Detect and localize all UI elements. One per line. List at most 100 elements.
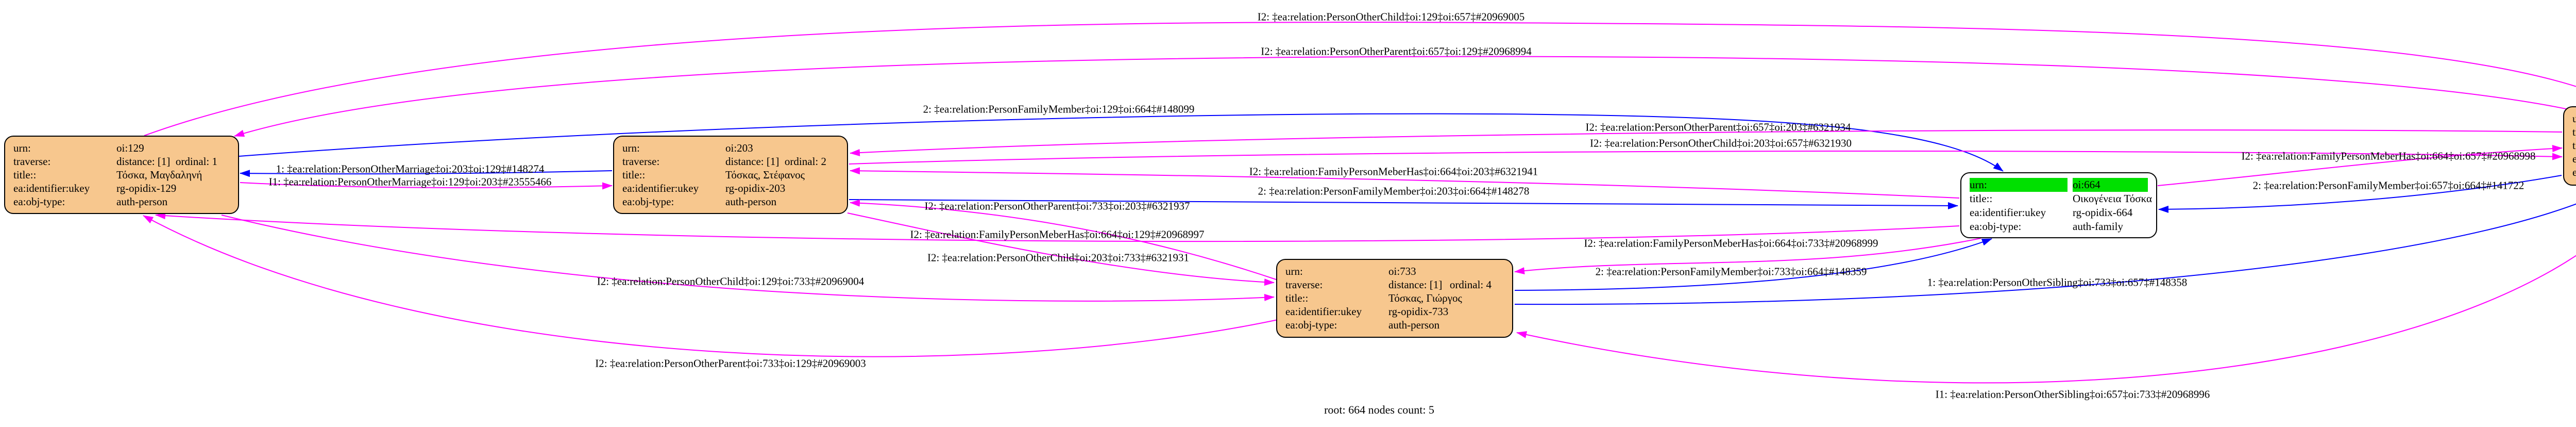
node-row-ukey: ea:identifier:ukey rg-opidix-664 [1970, 206, 2148, 220]
node-row-ukey: ea:identifier:ukey rg-opidix-129 [13, 182, 230, 195]
node-row-traverse: traverse:distance: [1]ordinal: 3 [2572, 125, 2576, 139]
ukey-value: rg-opidix-733 [1388, 305, 1449, 318]
edge-person-family-member-657-664 [2158, 175, 2562, 213]
node-row-objtype: ea:obj-type:auth-family [1970, 220, 2148, 234]
edge-person-other-child-129-733 [221, 215, 1275, 302]
field-label-title: title:: [13, 169, 37, 181]
node-row-ukey: ea:identifier:ukey rg-opidix-733 [1285, 305, 1504, 318]
edge-person-other-parent-657-203 [850, 129, 2563, 157]
edge-label-person-other-child-129-657: I2: ‡ea:relation:PersonOtherChild‡oi:129… [1257, 10, 1525, 23]
field-label-urn: urn: [1970, 178, 2067, 192]
ukey-value: rg-opidix-129 [116, 182, 177, 194]
edge-person-other-marriage-203-129 [240, 170, 613, 177]
edge-label-person-other-child-203-657: I2: ‡ea:relation:PersonOtherChild‡oi:203… [1589, 137, 1852, 150]
edge-family-person-meber-has-664-657 [2157, 145, 2563, 186]
ukey-value: rg-opidix-664 [2073, 206, 2133, 219]
edge-person-other-parent-733-203 [850, 199, 1278, 281]
field-label-title: title:: [2572, 139, 2576, 152]
edge-label-person-other-child-129-733: I2: ‡ea:relation:PersonOtherChild‡oi:129… [597, 275, 865, 288]
node-row-objtype: ea:obj-type: auth-person [13, 195, 230, 208]
node-row-urn: urn:oi:733 [1285, 265, 1504, 278]
field-label-ukey: ea:identifier:ukey [622, 182, 699, 194]
edge-label-person-other-marriage-129-203: I1: ‡ea:relation:PersonOtherMarriage‡oi:… [268, 175, 552, 188]
node-row-objtype: ea:obj-type: auth-person [1285, 318, 1504, 332]
field-label-traverse: traverse: [622, 155, 660, 168]
edge-label-family-person-meber-has-664-733: I2: ‡ea:relation:FamilyPersonMeberHas‡oi… [1584, 237, 1878, 250]
edge-person-family-member-129-664 [239, 113, 2004, 172]
edge-label-person-family-member-657-664: 2: ‡ea:relation:PersonFamilyMember‡oi:65… [2252, 179, 2524, 192]
urn-value: oi:664 [2073, 178, 2148, 192]
node-row-objtype: ea:obj-type: auth-person [622, 195, 839, 208]
graph-caption: root: 664 nodes count: 5 [1324, 403, 1434, 416]
node-row-objtype: ea:obj-type:auth-person [2572, 166, 2576, 179]
node-row-title: title::Τόσκας, Στέφανος [622, 168, 839, 182]
edge-label-person-other-child-203-733: I2: ‡ea:relation:PersonOtherChild‡oi:203… [927, 251, 1190, 264]
field-label-objtype: ea:obj-type: [1285, 319, 1337, 331]
edge-label-person-other-parent-733-203: I2: ‡ea:relation:PersonOtherParent‡oi:73… [924, 200, 1190, 212]
edge-label-family-person-meber-has-664-203: I2: ‡ea:relation:FamilyPersonMeberHas‡oi… [1249, 165, 1538, 178]
title-value: Τόσκα, Μαγδαληνή [116, 169, 202, 181]
field-label-title: title:: [622, 169, 646, 181]
field-label-objtype: ea:obj-type: [2572, 166, 2576, 178]
node-row-traverse: traverse:distance: [1]ordinal: 1 [13, 155, 230, 168]
node-oi-733[interactable]: urn:oi:733 traverse:distance: [1]ordinal… [1276, 259, 1513, 338]
edge-person-other-parent-657-129 [234, 56, 2569, 137]
field-label-ukey: ea:identifier:ukey [1285, 305, 1362, 318]
edge-label-person-family-member-733-664: 2: ‡ea:relation:PersonFamilyMember‡oi:73… [1595, 265, 1867, 278]
edge-family-person-meber-has-664-129 [155, 212, 1960, 242]
node-oi-657[interactable]: urn:oi:657 traverse:distance: [1]ordinal… [2563, 106, 2576, 186]
traverse-distance: distance: [1] [725, 155, 779, 168]
title-value: Τόσκας, Στέφανος [725, 169, 805, 181]
edge-label-person-other-parent-733-129: I2: ‡ea:relation:PersonOtherParent‡oi:73… [595, 357, 866, 370]
field-label-ukey: ea:identifier:ukey [13, 182, 90, 194]
field-label-ukey: ea:identifier:ukey [1970, 206, 2046, 219]
edge-label-family-person-meber-has-664-129: I2: ‡ea:relation:FamilyPersonMeberHas‡oi… [910, 228, 1205, 241]
traverse-distance: distance: [1] [116, 155, 171, 168]
field-label-urn: urn: [622, 142, 640, 154]
objtype-value: auth-person [725, 195, 777, 208]
node-oi-203[interactable]: urn:oi:203 traverse:distance: [1]ordinal… [613, 136, 848, 214]
node-row-urn: urn: oi:129 [13, 141, 230, 155]
urn-value: oi:129 [116, 142, 144, 154]
edge-label-person-other-parent-657-203: I2: ‡ea:relation:PersonOtherParent‡oi:65… [1585, 121, 1851, 134]
field-label-objtype: ea:obj-type: [622, 195, 674, 208]
field-label-traverse: traverse: [1285, 278, 1323, 291]
edge-label-person-other-sibling-733-657: 1: ‡ea:relation:PersonOtherSibling‡oi:73… [1927, 276, 2188, 289]
title-value: Τόσκας, Γιώργος [1388, 292, 1462, 304]
edge-label-person-other-marriage-203-129: 1: ‡ea:relation:PersonOtherMarriage‡oi:2… [276, 162, 545, 175]
edge-family-person-meber-has-664-203 [850, 167, 1960, 199]
node-row-title: title::Οικογένεια Τόσκα [1970, 192, 2152, 206]
edge-person-other-child-203-657 [849, 151, 2563, 165]
field-label-traverse: traverse: [2572, 126, 2576, 138]
node-row-urn: urn: oi:203 [622, 141, 839, 155]
objtype-value: auth-person [116, 195, 168, 208]
field-label-title: title:: [1285, 292, 1309, 304]
node-oi-664[interactable]: urn: oi:664 title::Οικογένεια Τόσκα ea:id… [1960, 172, 2157, 238]
edge-person-other-marriage-129-203 [240, 182, 613, 190]
urn-value: oi:203 [725, 142, 753, 154]
node-row-title: title::Τόσκα, Μαγδαληνή [13, 168, 230, 182]
field-label-urn: urn: [13, 142, 31, 154]
field-label-objtype: ea:obj-type: [13, 195, 65, 208]
edge-label-family-person-meber-has-664-657: I2: ‡ea:relation:FamilyPersonMeberHas‡oi… [2241, 150, 2536, 162]
edge-label-person-other-sibling-657-733: I1: ‡ea:relation:PersonOtherSibling‡oi:6… [1935, 388, 2210, 401]
title-value: Οικογένεια Τόσκα [2073, 192, 2152, 205]
edge-label-person-family-member-203-664: 2: ‡ea:relation:PersonFamilyMember‡oi:20… [1258, 185, 1530, 198]
node-row-title: title::Τόσκας, Γιώργος [1285, 291, 1504, 305]
node-row-urn: urn:oi:657 [2572, 112, 2576, 125]
objtype-value: auth-person [1388, 319, 1440, 331]
node-oi-129[interactable]: urn:oi:129 traverse:distance: [1]ordinal… [4, 136, 239, 214]
edge-person-other-parent-733-129 [143, 215, 1278, 357]
traverse-distance: distance: [1] [1388, 278, 1443, 291]
edge-person-family-member-733-664 [1514, 238, 1992, 291]
traverse-ordinal: ordinal: 1 [175, 155, 217, 168]
edge-person-other-child-203-733 [847, 212, 1275, 286]
field-label-ukey: ea:identifier:ukey [2572, 153, 2576, 165]
field-label-urn: urn: [2572, 112, 2576, 125]
edge-person-other-sibling-657-733 [1516, 255, 2576, 384]
field-label-objtype: ea:obj-type: [1970, 220, 2022, 233]
